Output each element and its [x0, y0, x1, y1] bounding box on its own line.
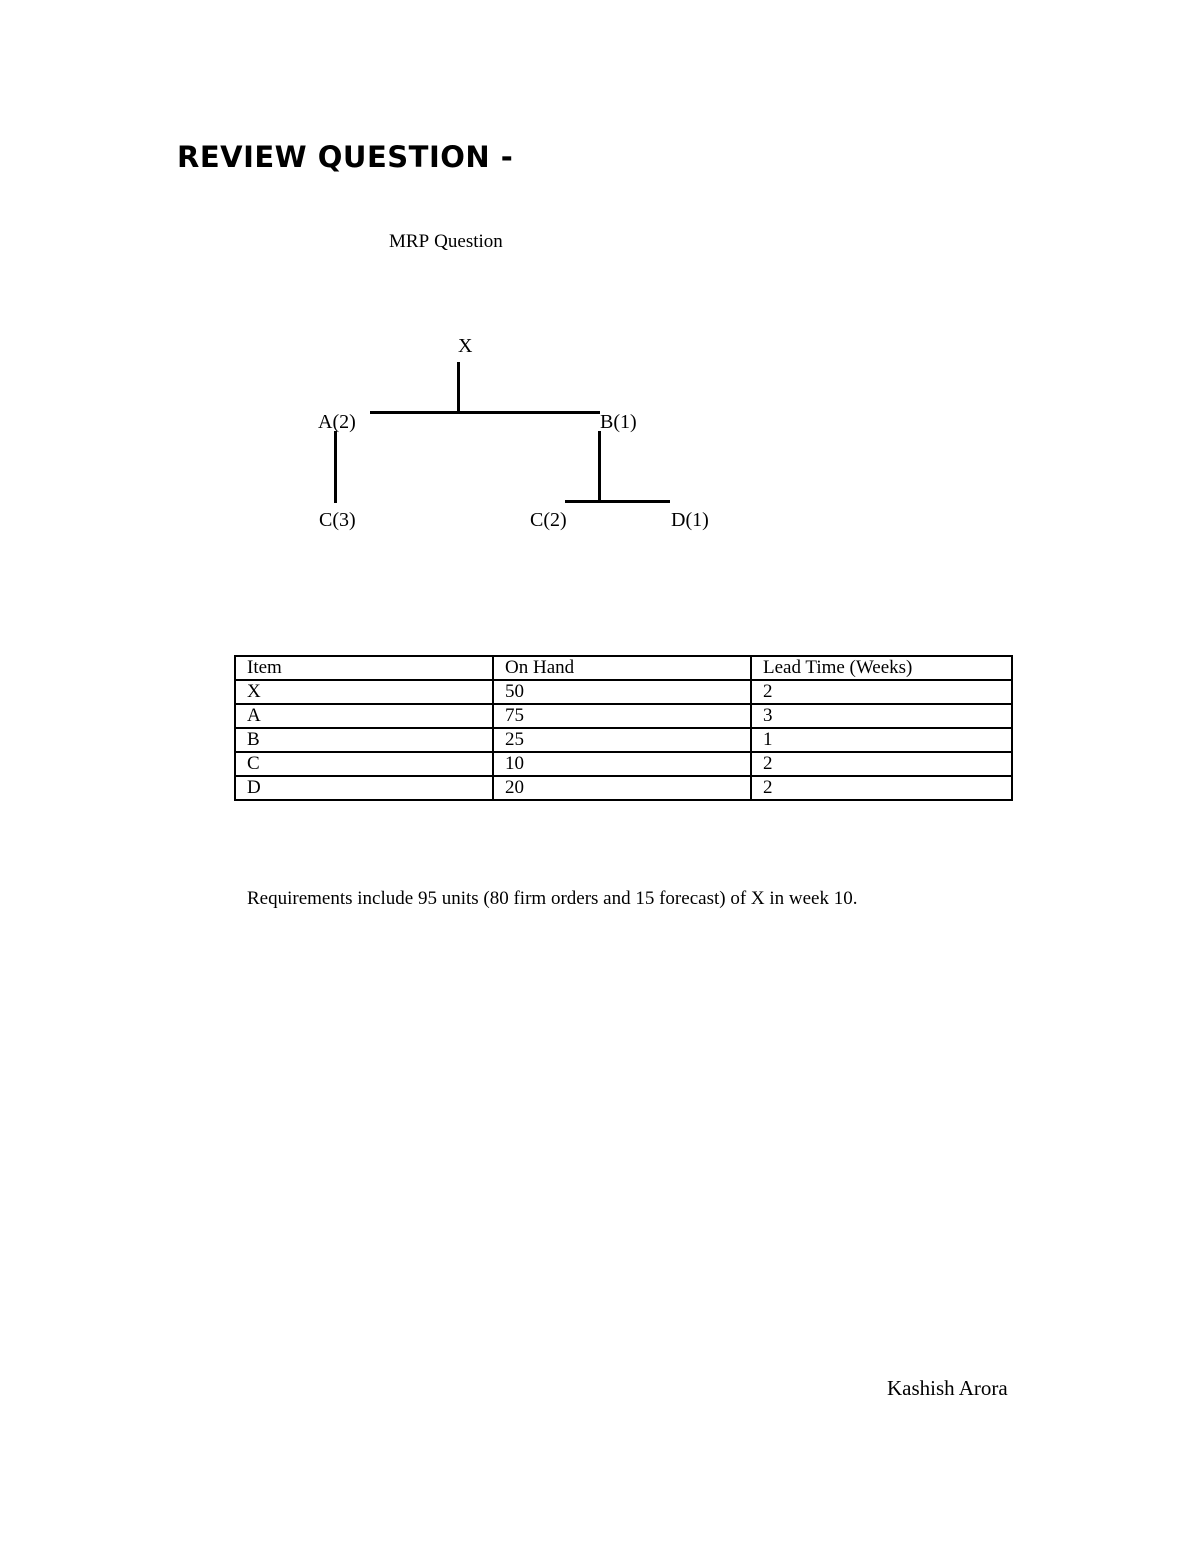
cell-on-hand: 25	[492, 727, 752, 753]
cell-item: B	[234, 727, 494, 753]
connector-b-children-horizontal	[565, 500, 670, 503]
cell-lead-time: 2	[750, 751, 1013, 777]
cell-on-hand: 20	[492, 775, 752, 801]
requirements-text: Requirements include 95 units (80 firm o…	[247, 888, 858, 909]
header-item: Item	[234, 655, 494, 681]
table-header-row: Item On Hand Lead Time (Weeks)	[234, 655, 1013, 681]
node-a: A(2)	[318, 411, 356, 433]
inventory-table: Item On Hand Lead Time (Weeks) X 50 2 A …	[234, 655, 1013, 801]
connector-level1-horizontal	[370, 411, 600, 414]
table-row: C 10 2	[234, 751, 1013, 777]
table-row: D 20 2	[234, 775, 1013, 801]
author-name: Kashish Arora	[887, 1376, 1008, 1400]
node-b: B(1)	[600, 411, 637, 433]
cell-item: A	[234, 703, 494, 729]
connector-b-down	[598, 431, 601, 503]
node-c-under-b: C(2)	[530, 509, 567, 531]
connector-a-down	[334, 431, 337, 503]
table-row: A 75 3	[234, 703, 1013, 729]
cell-item: D	[234, 775, 494, 801]
node-c-under-a: C(3)	[319, 509, 356, 531]
page-title: REVIEW QUESTION -	[177, 140, 514, 174]
cell-lead-time: 2	[750, 775, 1013, 801]
cell-on-hand: 10	[492, 751, 752, 777]
cell-on-hand: 50	[492, 679, 752, 705]
cell-on-hand: 75	[492, 703, 752, 729]
cell-lead-time: 3	[750, 703, 1013, 729]
node-x: X	[458, 335, 473, 357]
header-lead-time: Lead Time (Weeks)	[750, 655, 1013, 681]
connector-x-down	[457, 362, 460, 414]
subtitle: MRP Question	[389, 231, 503, 252]
table-row: X 50 2	[234, 679, 1013, 705]
cell-lead-time: 2	[750, 679, 1013, 705]
cell-lead-time: 1	[750, 727, 1013, 753]
table-row: B 25 1	[234, 727, 1013, 753]
node-d-under-b: D(1)	[671, 509, 709, 531]
header-on-hand: On Hand	[492, 655, 752, 681]
cell-item: X	[234, 679, 494, 705]
cell-item: C	[234, 751, 494, 777]
